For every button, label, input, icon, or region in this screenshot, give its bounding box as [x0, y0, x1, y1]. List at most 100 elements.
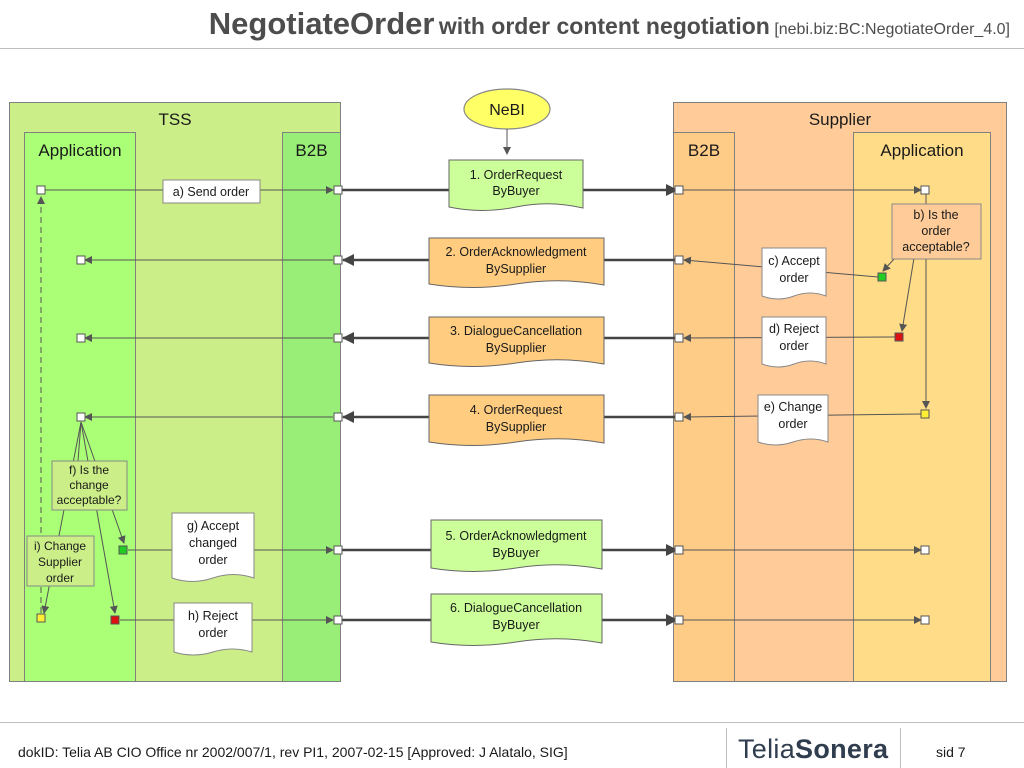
change-supplier-status-square: [36, 613, 46, 623]
note-g-line1: g) Accept: [187, 519, 240, 533]
endpoint-square: [333, 615, 343, 625]
endpoint-square: [674, 412, 684, 422]
footer-separator: [900, 728, 901, 768]
note-c-line2: order: [779, 271, 808, 285]
note-b-line1: b) Is the: [913, 208, 958, 222]
message-2-shape: [428, 237, 605, 288]
note-change-acceptable: [51, 460, 128, 511]
note-i-line3: order: [46, 571, 74, 585]
reject-status-square: [894, 332, 904, 342]
endpoint-square: [920, 615, 930, 625]
title-ref: [nebi.biz:BC:NegotiateOrder_4.0]: [774, 21, 1010, 38]
f-to-reject-arrow: [80, 421, 118, 614]
logo-part-a: Telia: [738, 734, 796, 764]
endpoint-square: [674, 255, 684, 265]
message-4-shape: [428, 394, 605, 446]
endpoint-square: [333, 545, 343, 555]
endpoint-square: [674, 185, 684, 195]
note-c-line1: c) Accept: [768, 254, 820, 268]
nebi-label: NeBI: [489, 102, 525, 119]
message-2-line1: 2. OrderAcknowledgment: [445, 245, 587, 259]
accept-status-square: [877, 272, 887, 282]
note-g-line3: order: [198, 553, 227, 567]
message-3-shape: [428, 316, 605, 367]
endpoint-square: [333, 412, 343, 422]
note-reject-order: [761, 316, 827, 368]
message-3-line1: 3. DialogueCancellation: [450, 324, 582, 338]
note-f-line3: acceptable?: [57, 493, 122, 507]
endpoint-square: [674, 545, 684, 555]
message-6-shape: [430, 593, 603, 646]
endpoint-square: [920, 185, 930, 195]
endpoint-square: [333, 333, 343, 343]
endpoint-square: [76, 412, 86, 422]
note-change-supplier-order: [26, 535, 95, 587]
message-1-line1: 1. OrderRequest: [470, 168, 563, 182]
note-g-line2: changed: [189, 536, 237, 550]
tss-b2b-label: B2B: [295, 141, 328, 160]
endpoint-square: [333, 185, 343, 195]
change-status-square: [920, 409, 930, 419]
note-f-line1: f) Is the: [69, 463, 109, 477]
note-d-line2: order: [779, 339, 808, 353]
tss-lane-title: TSS: [158, 110, 192, 129]
note-reject-changed-order: [173, 602, 253, 656]
header-divider: [0, 48, 1024, 49]
note-accept-changed-order: [171, 512, 255, 582]
message-1-shape: [448, 159, 584, 211]
endpoint-square: [36, 185, 46, 195]
message-3-line2: BySupplier: [486, 341, 546, 355]
endpoint-square: [76, 333, 86, 343]
b-to-accept-arrow: [882, 257, 896, 272]
message-4-line2: BySupplier: [486, 420, 546, 434]
note-h-line2: order: [198, 626, 227, 640]
note-h-line1: h) Reject: [188, 609, 239, 623]
note-b-line3: acceptable?: [902, 240, 969, 254]
note-e-line2: order: [778, 417, 807, 431]
endpoint-square: [333, 255, 343, 265]
message-2-line2: BySupplier: [486, 262, 546, 276]
note-e-line1: e) Change: [764, 400, 822, 414]
b-to-reject-arrow: [899, 257, 915, 332]
tss-application-column: [24, 132, 136, 682]
note-order-acceptable: [891, 203, 982, 260]
slide-number: sid 7: [936, 744, 966, 760]
supplier-b2b-label: B2B: [687, 141, 721, 160]
footer-separator: [726, 728, 727, 768]
message-6-line1: 6. DialogueCancellation: [450, 601, 582, 615]
note-b-line2: order: [921, 224, 950, 238]
message-5-line1: 5. OrderAcknowledgment: [445, 529, 587, 543]
message-6-line2: ByBuyer: [492, 618, 539, 632]
teliasonera-logo: TeliaSonera: [738, 734, 888, 765]
page-title: NegotiateOrder with order content negoti…: [0, 6, 1010, 42]
tss-application-label: Application: [38, 141, 122, 160]
accept-changed-status-square: [118, 545, 128, 555]
note-i-line1: i) Change: [34, 539, 86, 553]
title-sub: with order content negotiation: [438, 13, 770, 39]
supplier-lane-title: Supplier: [808, 110, 872, 129]
supplier-b2b-column: [673, 132, 735, 682]
footer-divider: [0, 722, 1024, 723]
note-i-line2: Supplier: [38, 555, 82, 569]
endpoint-square: [674, 333, 684, 343]
note-send-order-text: a) Send order: [173, 185, 249, 199]
tss-b2b-column: [282, 132, 341, 682]
endpoint-square: [76, 255, 86, 265]
message-5-shape: [430, 519, 603, 572]
note-accept-order: [761, 247, 827, 300]
note-change-order: [757, 394, 829, 446]
logo-part-b: Sonera: [795, 734, 889, 764]
note-d-line1: d) Reject: [769, 322, 820, 336]
title-main: NegotiateOrder: [208, 6, 435, 41]
note-f-line2: change: [69, 478, 109, 492]
footer-doc-id: dokID: Telia AB CIO Office nr 2002/007/1…: [18, 744, 568, 760]
supplier-application-label: Application: [880, 141, 964, 160]
message-5-line2: ByBuyer: [492, 546, 539, 560]
f-connector: [77, 421, 82, 462]
message-1-line2: ByBuyer: [492, 184, 539, 198]
endpoint-square: [674, 615, 684, 625]
message-4-line1: 4. OrderRequest: [470, 403, 563, 417]
note-send-order: [162, 179, 261, 204]
endpoint-square: [920, 545, 930, 555]
